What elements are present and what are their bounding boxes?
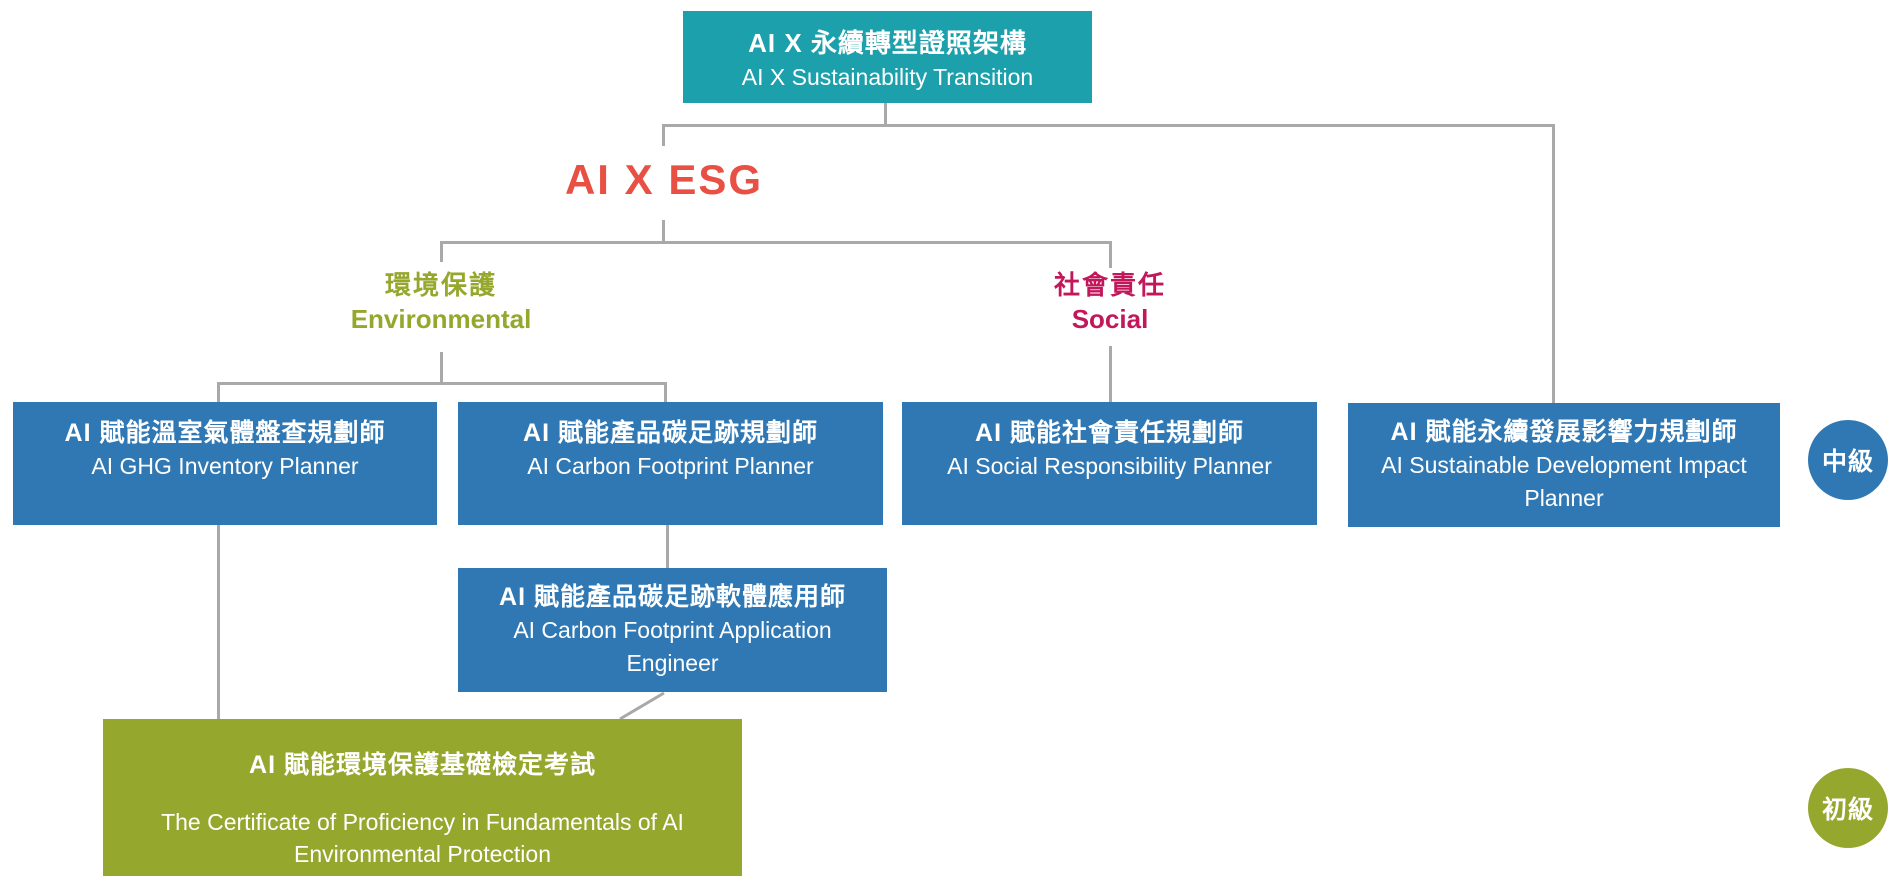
connector-esg-stub — [662, 220, 665, 243]
category-environmental: 環境保護 Environmental — [316, 268, 566, 336]
esg-heading: AI X ESG — [564, 156, 764, 203]
connector-esg-horizontal — [440, 241, 1112, 244]
connector-esg-drop — [662, 124, 665, 146]
connector-top-horizontal — [662, 124, 1555, 127]
root-certification-box: AI X 永續轉型證照架構 AI X Sustainability Transi… — [683, 11, 1092, 103]
exam-box-env-fundamentals: AI 賦能環境保護基礎檢定考試 The Certificate of Profi… — [103, 719, 742, 876]
exam-zh: AI 賦能環境保護基礎檢定考試 — [249, 751, 596, 779]
cert-sdi-zh: AI 賦能永續發展影響力規劃師 — [1390, 418, 1738, 446]
exam-en: The Certificate of Proficiency in Fundam… — [161, 809, 684, 867]
cert-ghg-en: AI GHG Inventory Planner — [91, 453, 359, 479]
cert-app-en: AI Carbon Footprint Application Engineer — [513, 617, 832, 676]
cert-social-zh: AI 賦能社會責任規劃師 — [975, 419, 1244, 447]
category-environmental-en: Environmental — [350, 304, 532, 334]
connector-env-horizontal — [217, 382, 667, 385]
connector-social-drop — [1109, 241, 1112, 268]
connector-env-drop — [440, 241, 443, 262]
connector-root-stub — [884, 103, 887, 125]
connector-ghg-drop — [217, 382, 220, 402]
category-social-zh: 社會責任 — [1053, 270, 1166, 300]
connector-social-stub — [1109, 346, 1112, 402]
category-social: 社會責任 Social — [985, 268, 1235, 336]
connector-right-branch — [1552, 124, 1555, 403]
cert-box-ghg-inventory: AI 賦能溫室氣體盤查規劃師 AI GHG Inventory Planner — [13, 402, 437, 525]
connector-app-to-exam-diagonal — [619, 691, 665, 721]
cert-cfp-en: AI Carbon Footprint Planner — [527, 453, 814, 479]
category-social-en: Social — [1071, 304, 1149, 334]
level-badge-beginner: 初級 — [1808, 768, 1888, 848]
cert-box-sustainable-impact: AI 賦能永續發展影響力規劃師 AI Sustainable Developme… — [1348, 403, 1780, 527]
cert-box-carbon-footprint: AI 賦能產品碳足跡規劃師 AI Carbon Footprint Planne… — [458, 402, 883, 525]
category-environmental-zh: 環境保護 — [384, 270, 497, 300]
cert-sdi-en: AI Sustainable Development Impact Planne… — [1381, 452, 1747, 511]
connector-env-stub — [440, 352, 443, 384]
connector-cfp-to-app — [666, 525, 669, 568]
root-title-zh: AI X 永續轉型證照架構 — [748, 28, 1027, 58]
cert-box-social-responsibility: AI 賦能社會責任規劃師 AI Social Responsibility Pl… — [902, 402, 1317, 525]
root-title-en: AI X Sustainability Transition — [741, 64, 1034, 90]
cert-ghg-zh: AI 賦能溫室氣體盤查規劃師 — [64, 419, 386, 447]
cert-app-zh: AI 賦能產品碳足跡軟體應用師 — [499, 583, 846, 611]
connector-cfp-drop — [664, 382, 667, 402]
cert-box-carbon-app-engineer: AI 賦能產品碳足跡軟體應用師 AI Carbon Footprint Appl… — [458, 568, 887, 692]
connector-ghg-to-exam — [217, 525, 220, 719]
cert-cfp-zh: AI 賦能產品碳足跡規劃師 — [523, 419, 818, 447]
cert-social-en: AI Social Responsibility Planner — [947, 453, 1272, 479]
level-badge-intermediate: 中級 — [1808, 420, 1888, 500]
